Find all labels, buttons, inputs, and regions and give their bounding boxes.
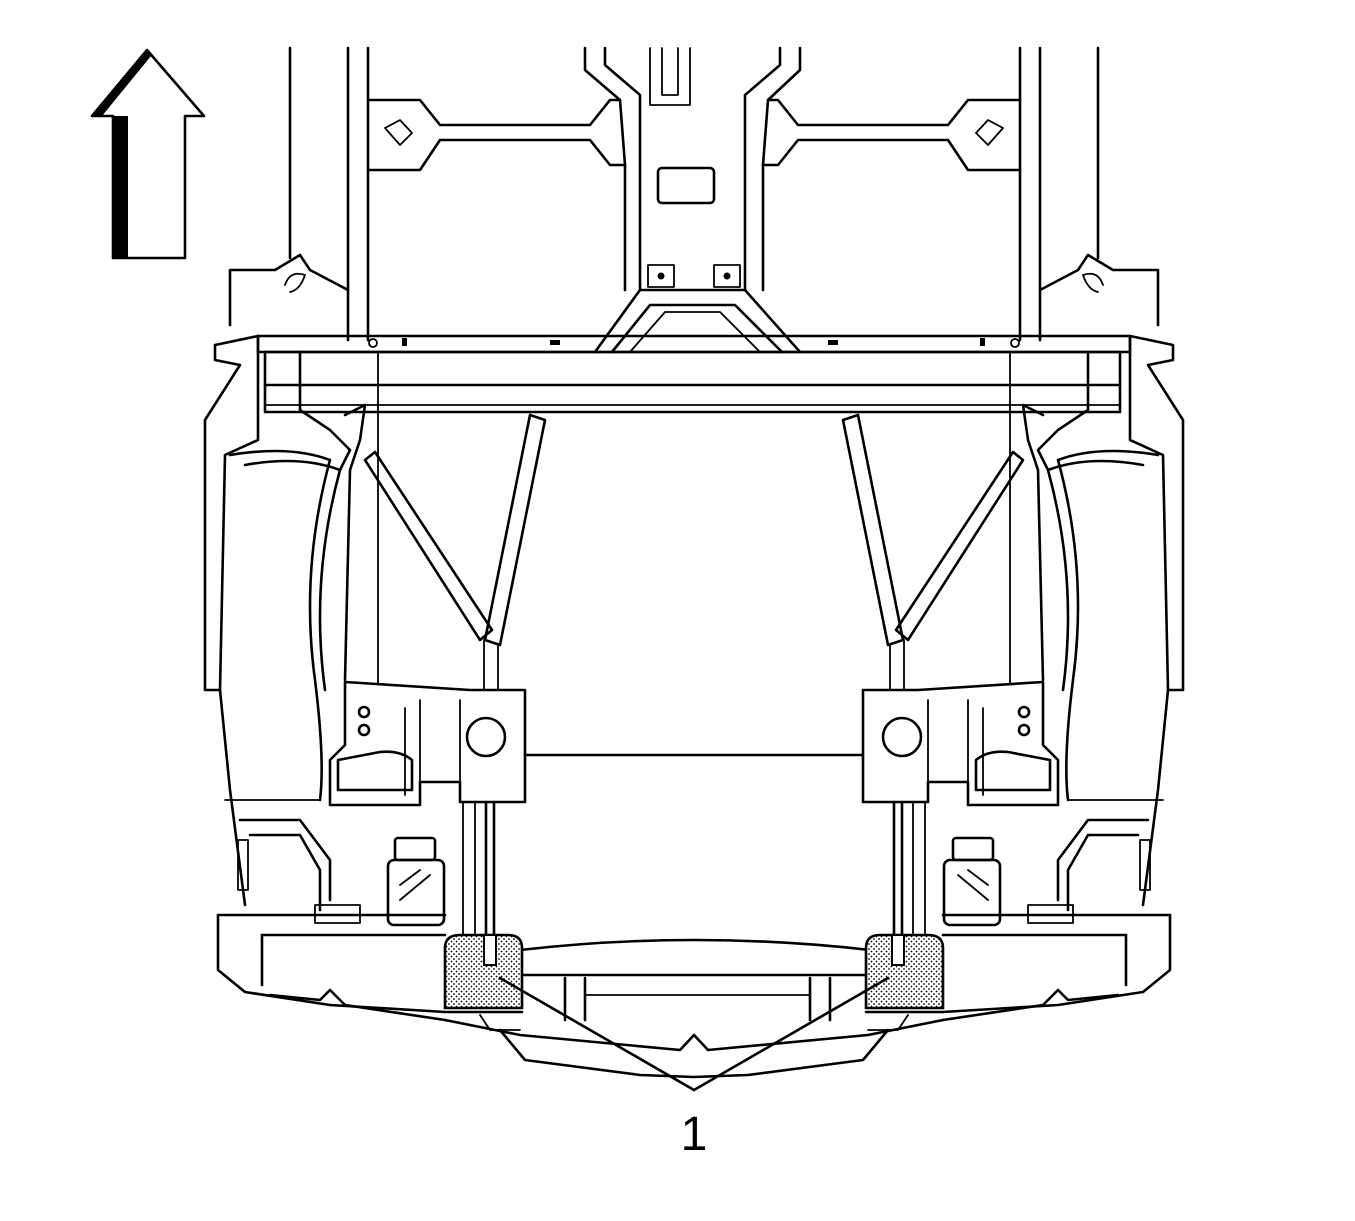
lower-cross-members <box>518 753 872 1022</box>
right-pad <box>864 933 945 1014</box>
up-arrow-icon <box>90 48 206 260</box>
callout-1-leaders <box>498 976 890 1092</box>
right-braces <box>841 413 1025 691</box>
right-bracket-plate <box>861 680 1060 962</box>
left-side-structure <box>203 253 446 927</box>
left-pad <box>443 933 524 1014</box>
upper-tie-bar <box>256 334 1132 691</box>
upper-frame-rails <box>288 46 1100 354</box>
right-side-structure <box>942 253 1185 927</box>
left-braces <box>363 413 547 691</box>
callout-1-label: 1 <box>681 1108 708 1161</box>
front-lower-tie-bar <box>216 913 1172 1079</box>
left-bracket-plate <box>328 680 527 962</box>
